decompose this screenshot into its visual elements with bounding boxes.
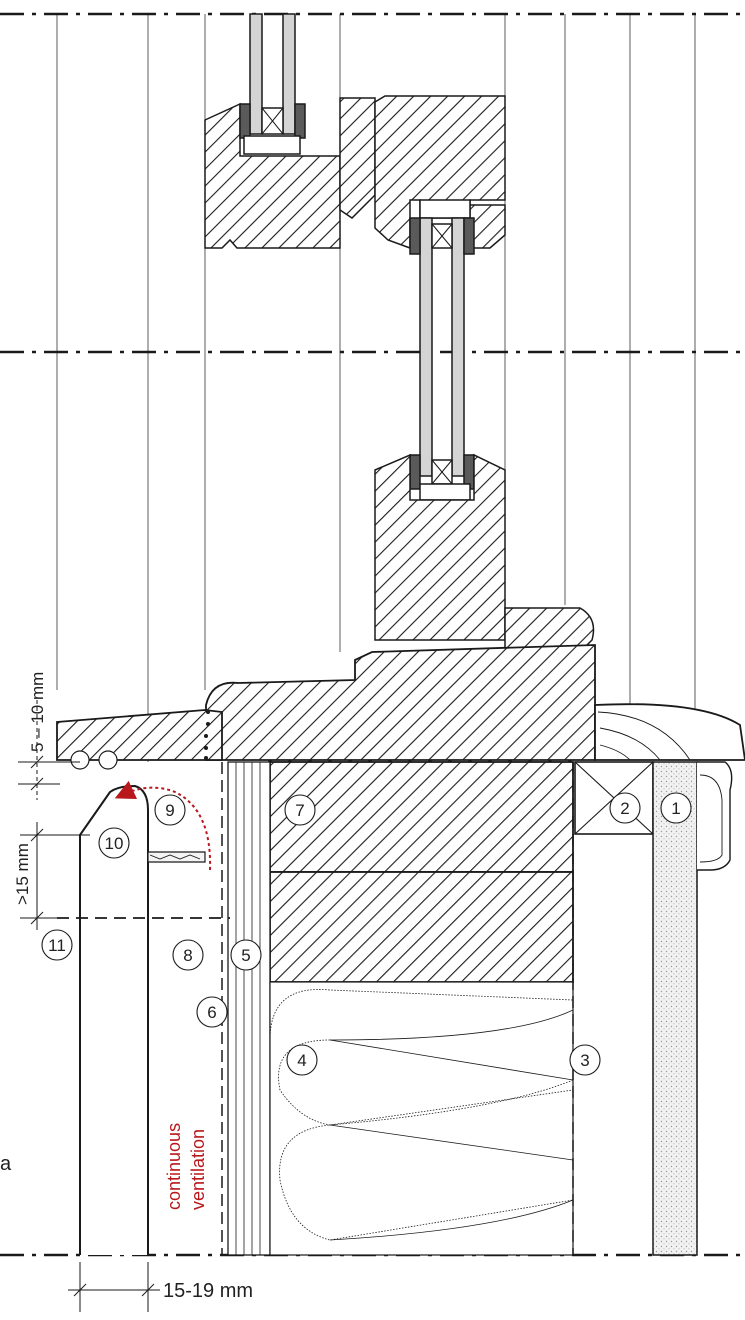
callout-4: 4 xyxy=(286,1044,318,1076)
callout-11: 11 xyxy=(41,929,73,961)
callout-label: 9 xyxy=(165,801,174,820)
callout-3: 3 xyxy=(569,1044,601,1076)
callout-label: 3 xyxy=(580,1051,589,1070)
callout-7: 7 xyxy=(284,794,316,826)
callout-label: 10 xyxy=(105,834,124,853)
ventilation-label-line1: continuous xyxy=(164,1123,184,1210)
callout-label: 8 xyxy=(183,946,192,965)
exterior-cladding xyxy=(79,784,206,1255)
callout-label: 1 xyxy=(671,799,680,818)
side-letter: a xyxy=(0,1153,12,1175)
callout-2: 2 xyxy=(609,792,641,824)
callout-label: 2 xyxy=(620,799,629,818)
gap-dimension-label: >15 mm xyxy=(13,843,32,905)
callout-8: 8 xyxy=(172,939,204,971)
callout-label: 11 xyxy=(48,936,66,955)
dimension-joint xyxy=(18,700,80,800)
wall-construction xyxy=(221,761,733,1256)
ventilation-label-line2: ventilation xyxy=(188,1129,208,1210)
dimension-cladding xyxy=(68,1262,160,1312)
callout-label: 4 xyxy=(297,1051,306,1070)
callout-5: 5 xyxy=(230,939,262,971)
upper-sash xyxy=(204,13,376,249)
cladding-dimension-label: 15-19 mm xyxy=(163,1280,253,1302)
callout-9: 9 xyxy=(154,794,186,826)
callout-6: 6 xyxy=(196,996,228,1028)
lower-sash xyxy=(374,453,595,651)
callout-label: 6 xyxy=(207,1003,216,1022)
callout-label: 7 xyxy=(295,801,304,820)
callout-1: 1 xyxy=(660,792,692,824)
window-frame-sill xyxy=(56,644,745,770)
dimension-gap xyxy=(20,822,90,930)
middle-sash xyxy=(374,95,506,477)
callout-label: 5 xyxy=(241,946,250,965)
ventilation-arrow xyxy=(114,780,212,871)
joint-dimension-label: 5 – 10 mm xyxy=(28,672,47,752)
callout-10: 10 xyxy=(98,827,130,859)
